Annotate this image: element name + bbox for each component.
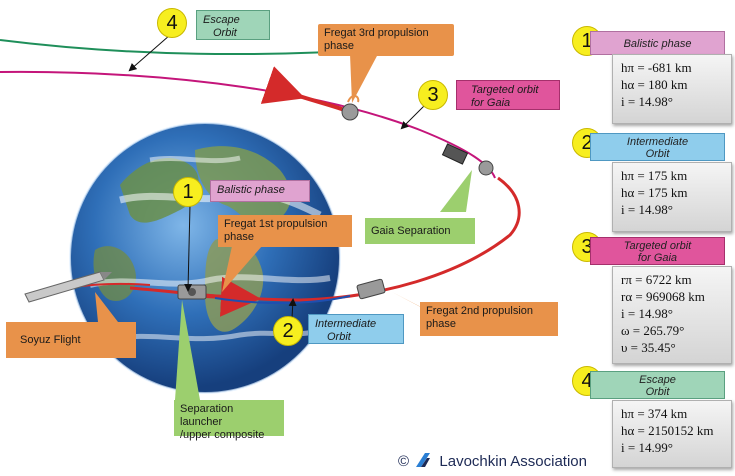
fregat-1st-line1: Fregat 1st propulsion xyxy=(224,218,328,230)
phase-panel-1: 1 Balistic phase hπ = -681 km hα = 180 k… xyxy=(562,26,732,136)
panel-3-row-1: rπ = 6722 km xyxy=(621,272,692,287)
fregat-1-burn-arrow xyxy=(204,276,261,317)
intermediate-orbit-path xyxy=(214,295,351,304)
fregat-1st-line2: phase xyxy=(224,231,254,243)
separation-launcher-line2: /upper composite xyxy=(180,429,265,441)
organization-name: Lavochkin Association xyxy=(439,453,587,470)
phase-panel-3: 3 Targeted orbit for Gaia rπ = 6722 km r… xyxy=(562,232,732,372)
panel-3-row-3: i = 14.98° xyxy=(621,306,673,321)
balistic-number-badge: 1 xyxy=(173,177,203,207)
fregat-3-spacecraft-icon xyxy=(341,95,360,121)
fregat-2-spacecraft-icon xyxy=(356,278,386,300)
fregat-1-tail xyxy=(222,246,262,292)
targeted-orbit-line1: Targeted orbit xyxy=(471,84,539,96)
intermediate-line2: Orbit xyxy=(327,331,351,343)
fregat-2nd-line2: phase xyxy=(426,318,456,330)
panel-2-title: Intermediate Orbit xyxy=(590,133,725,161)
panel-3-title: Targeted orbit for Gaia xyxy=(590,237,725,265)
targeted-orbit-label: Targeted orbit for Gaia xyxy=(456,80,560,110)
panel-1-title: Balistic phase xyxy=(590,31,725,55)
upper-composite-icon xyxy=(177,284,207,300)
gaia-separation-tail xyxy=(440,170,472,212)
fregat-2nd-line1: Fregat 2nd propulsion xyxy=(426,305,534,317)
panel-3-row-5: υ = 35.45° xyxy=(621,340,676,355)
gaia-separation-icon xyxy=(441,143,494,176)
panel-2-params: hπ = 175 km hα = 175 km i = 14.98° xyxy=(612,162,732,232)
panel-4-row-3: i = 14.99° xyxy=(621,440,673,455)
gaia-separation-callout: Gaia Separation xyxy=(365,218,475,244)
panel-1-title-line1: Balistic phase xyxy=(623,37,692,50)
intermediate-pointer xyxy=(288,298,297,319)
escape-orbit-line2: Orbit xyxy=(213,27,237,39)
balistic-phase-label: Balistic phase xyxy=(210,180,310,202)
escape-orbit-label: Escape Orbit xyxy=(196,10,270,40)
panel-2-row-3: i = 14.98° xyxy=(621,202,673,217)
panel-1-row-1: hπ = -681 km xyxy=(621,60,692,75)
panel-1-params: hπ = -681 km hα = 180 km i = 14.98° xyxy=(612,54,732,124)
escape-number-badge: 4 xyxy=(157,8,187,38)
panel-3-row-2: rα = 969068 km xyxy=(621,289,705,304)
fregat-1st-callout: Fregat 1st propulsion phase xyxy=(218,215,352,247)
panel-4-row-2: hα = 2150152 km xyxy=(621,423,714,438)
separation-launcher-tail xyxy=(175,300,200,400)
panel-3-row-4: ω = 265.79° xyxy=(621,323,685,338)
fregat-3rd-callout: Fregat 3rd propulsion phase xyxy=(318,24,454,56)
panel-1-row-2: hα = 180 km xyxy=(621,77,688,92)
panel-2-title-line1: Intermediate xyxy=(626,135,689,148)
soyuz-rocket-icon xyxy=(24,271,112,303)
fregat-3-tail xyxy=(350,54,378,103)
fregat-3rd-line2: phase xyxy=(324,40,354,52)
intermediate-number-badge: 2 xyxy=(273,316,303,346)
panel-3-params: rπ = 6722 km rα = 969068 km i = 14.98° ω… xyxy=(612,266,732,364)
targeted-number-badge: 3 xyxy=(418,80,448,110)
panel-4-title: Escape Orbit xyxy=(590,371,725,399)
soyuz-flight-callout: Soyuz Flight xyxy=(6,322,136,358)
phase-panel-4: 4 Escape Orbit hπ = 374 km hα = 2150152 … xyxy=(562,366,732,470)
panel-4-params: hπ = 374 km hα = 2150152 km i = 14.99° xyxy=(612,400,732,468)
lavochkin-logo-icon xyxy=(416,453,431,467)
phase-panel-2: 2 Intermediate Orbit hπ = 175 km hα = 17… xyxy=(562,128,732,238)
separation-launcher-callout: Separation launcher /upper composite xyxy=(174,400,284,441)
fregat-2nd-callout: Fregat 2nd propulsion phase xyxy=(420,302,558,336)
panel-2-row-1: hπ = 175 km xyxy=(621,168,688,183)
escape-pointer xyxy=(128,34,171,72)
panel-3-title-line2: for Gaia xyxy=(637,251,678,264)
intermediate-orbit-label: Intermediate Orbit xyxy=(308,314,404,344)
balistic-pointer xyxy=(184,204,193,292)
fregat-3-burn-path xyxy=(260,66,351,114)
panel-4-title-line1: Escape xyxy=(639,373,676,386)
panel-1-row-3: i = 14.98° xyxy=(621,94,673,109)
footer-credit: © Lavochkin Association xyxy=(398,452,587,470)
intermediate-line1: Intermediate xyxy=(315,318,377,330)
soyuz-tail xyxy=(95,292,118,322)
escape-orbit-line1: Escape xyxy=(203,14,240,26)
separation-launcher-line1: Separation launcher xyxy=(180,403,234,428)
targeted-orbit-line2: for Gaia xyxy=(471,97,511,109)
copyright-symbol: © xyxy=(398,453,410,470)
panel-4-title-line2: Orbit xyxy=(645,385,670,398)
fregat-3rd-line1: Fregat 3rd propulsion xyxy=(324,27,429,39)
panel-3-title-line1: Targeted orbit xyxy=(623,239,692,252)
panel-2-row-2: hα = 175 km xyxy=(621,185,688,200)
panel-2-title-line2: Orbit xyxy=(645,147,670,160)
panel-4-row-1: hπ = 374 km xyxy=(621,406,688,421)
